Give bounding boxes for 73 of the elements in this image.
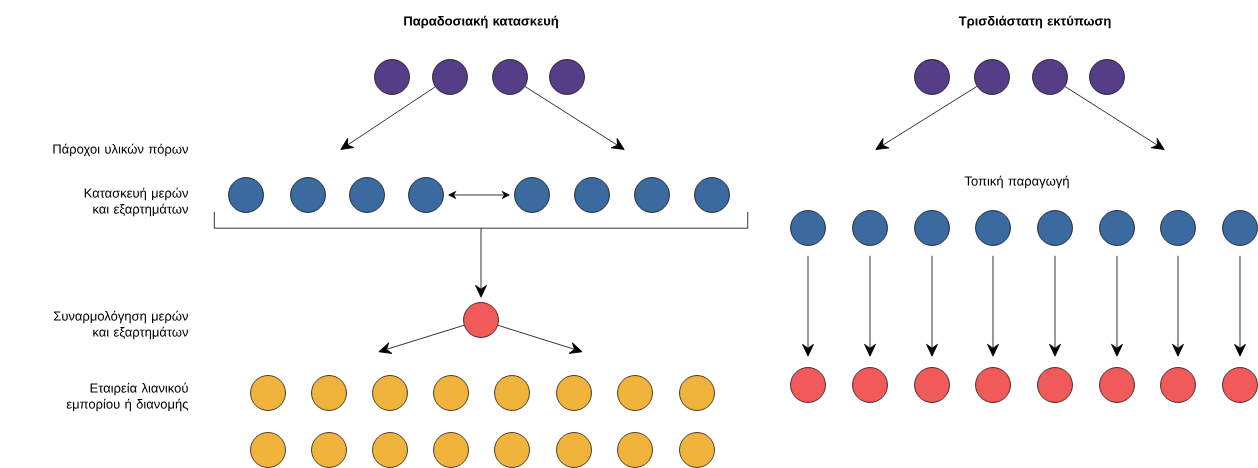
- row-label: Πάροχοι υλικών πόρων: [53, 143, 188, 157]
- circle: [694, 177, 730, 213]
- circle: [549, 59, 585, 95]
- row-label: Εταιρεία λιανικού εμπορίου ή διανομής: [66, 382, 189, 412]
- panel-title: Τρισδιάστατη εκτύπωση: [958, 15, 1111, 29]
- circle: [1037, 210, 1073, 246]
- circle: [914, 367, 950, 403]
- circle: [975, 210, 1011, 246]
- arrow: [1111, 255, 1123, 357]
- circle: [250, 432, 286, 468]
- arrow: [524, 86, 625, 150]
- circle: [790, 367, 826, 403]
- circle: [349, 177, 385, 213]
- circle: [1222, 367, 1258, 403]
- arrow: [1172, 255, 1184, 357]
- circle: [372, 375, 408, 411]
- circle: [574, 177, 610, 213]
- circle: [432, 59, 468, 95]
- row-label: Τοπική παραγωγή: [964, 175, 1069, 189]
- arrow: [340, 86, 436, 150]
- circle: [974, 59, 1010, 95]
- arrow: [802, 255, 814, 357]
- circle: [1037, 367, 1073, 403]
- circle: [679, 432, 715, 468]
- circle: [492, 59, 528, 95]
- circle: [1222, 210, 1258, 246]
- circle: [852, 210, 888, 246]
- circle: [634, 177, 670, 213]
- circle: [514, 177, 550, 213]
- circle: [433, 375, 469, 411]
- arrow: [448, 191, 510, 199]
- circle: [374, 59, 410, 95]
- circle: [1160, 210, 1196, 246]
- circle: [556, 375, 592, 411]
- circle: [852, 367, 888, 403]
- arrow: [875, 86, 978, 150]
- bracket: [213, 211, 749, 229]
- circle: [250, 375, 286, 411]
- arrow: [1064, 86, 1165, 150]
- arrow: [864, 255, 876, 357]
- row-label: Συναρμολόγηση μερών και εξαρτημάτων: [53, 310, 188, 340]
- circle: [494, 375, 530, 411]
- circle: [1160, 367, 1196, 403]
- circle: [228, 177, 264, 213]
- circle: [1099, 210, 1135, 246]
- circle: [914, 59, 950, 95]
- arrow: [987, 255, 999, 357]
- circle: [463, 302, 499, 338]
- arrow: [378, 324, 465, 354]
- circle: [372, 432, 408, 468]
- circle: [1099, 367, 1135, 403]
- circle: [1089, 59, 1125, 95]
- row-label: Κατασκευή μερών και εξαρτημάτων: [84, 187, 188, 217]
- arrow: [1049, 255, 1061, 357]
- circle: [679, 375, 715, 411]
- circle: [617, 375, 653, 411]
- circle: [494, 432, 530, 468]
- circle: [408, 177, 444, 213]
- circle: [790, 210, 826, 246]
- circle: [290, 177, 326, 213]
- circle: [433, 432, 469, 468]
- circle: [311, 432, 347, 468]
- arrow: [497, 324, 583, 354]
- arrow: [1234, 255, 1246, 357]
- circle: [556, 432, 592, 468]
- circle: [311, 375, 347, 411]
- panel-title: Παραδοσιακή κατασκευή: [404, 15, 558, 29]
- circle: [975, 367, 1011, 403]
- arrow: [475, 227, 487, 298]
- circle: [617, 432, 653, 468]
- circle: [1032, 59, 1068, 95]
- arrow: [926, 255, 938, 357]
- circle: [914, 210, 950, 246]
